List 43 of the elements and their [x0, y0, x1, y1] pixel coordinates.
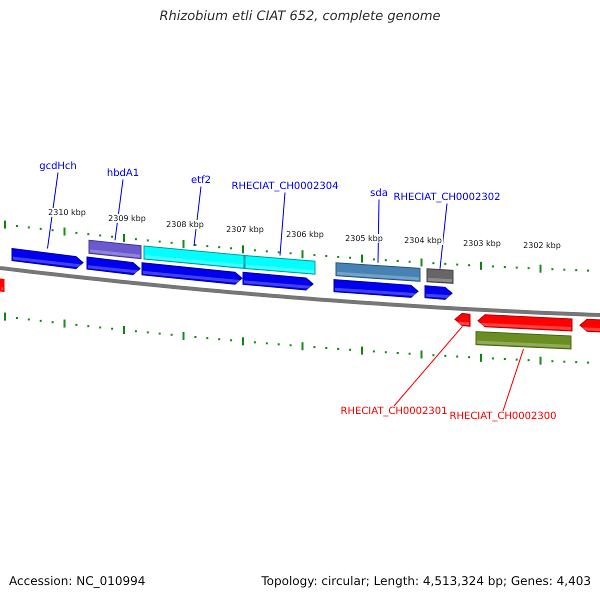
gene-label: RHECIAT_CH0002304: [232, 181, 338, 192]
tick-label: 2303 kbp: [462, 239, 502, 248]
leader-line: [394, 326, 463, 406]
gene-block: [477, 314, 572, 332]
gene-label: hbdA1: [106, 168, 140, 180]
gene-bar: [336, 262, 420, 282]
tick-label: 2304 kbp: [403, 236, 443, 246]
gene-label: etf2: [191, 175, 211, 186]
gene-label: RHECIAT_CH0002300: [450, 411, 556, 422]
tick-label: 2309 kbp: [107, 214, 147, 224]
leader-line: [440, 203, 448, 270]
tick-label: 2306 kbp: [285, 230, 325, 240]
tick-label: 2307 kbp: [225, 225, 265, 234]
tick-label: 2305 kbp: [344, 234, 384, 244]
gene-bar: [0, 278, 4, 292]
leader-line: [502, 348, 524, 412]
tick-label: 2302 kbp: [522, 241, 562, 250]
leader-line: [47, 172, 58, 249]
gene-label: RHECIAT_CH0002302: [394, 192, 500, 204]
footer-text: Accession: NC_010994: [9, 575, 146, 589]
tick-label: 2310 kbp: [47, 208, 87, 218]
gene-block: [12, 248, 84, 270]
gene-block: [579, 318, 600, 333]
tick-label: 2308 kbp: [165, 220, 205, 230]
leader-line: [194, 186, 202, 246]
leader-line: [378, 199, 380, 264]
leader-line: [114, 179, 124, 241]
gene-block: [424, 285, 453, 300]
gene-block: [334, 279, 419, 298]
gene-bar: [144, 245, 244, 269]
gene-block: [86, 256, 141, 276]
diagram-title: Rhizobium etli CIAT 652, complete genome: [160, 10, 440, 25]
gene-label: gcdHch: [39, 161, 77, 172]
gene-block: [454, 312, 470, 327]
footer-text: Topology: circular; Length: 4,513,324 bp; Genes: 4,403: [261, 575, 591, 589]
gene-label: sda: [370, 188, 388, 200]
gene-bar: [426, 268, 454, 284]
gene-bar: [88, 240, 142, 260]
gene-bar: [244, 254, 316, 275]
gene-label: RHECIAT_CH0002301: [340, 406, 448, 418]
leader-line: [280, 192, 286, 256]
gene-bar: [476, 331, 572, 350]
gene-block: [242, 272, 314, 291]
